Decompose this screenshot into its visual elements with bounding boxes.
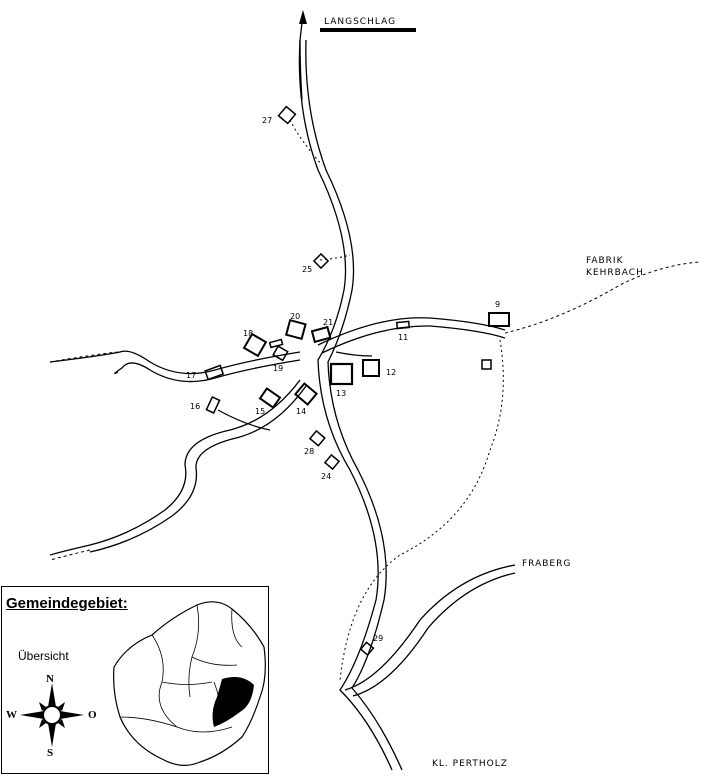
compass-w: W xyxy=(6,709,17,721)
house-14 xyxy=(293,382,319,406)
house-9 xyxy=(488,312,510,327)
house-15 xyxy=(258,387,282,409)
house-25 xyxy=(312,252,330,270)
house-12 xyxy=(362,359,380,377)
southwest-road-b xyxy=(89,385,307,553)
house-label: 11 xyxy=(398,333,408,342)
house-21 xyxy=(310,325,332,344)
place-label-right: FRABERG xyxy=(522,559,571,569)
house-26 xyxy=(323,453,341,471)
house-16 xyxy=(205,395,221,415)
house-label: 20 xyxy=(290,312,300,321)
house-label: 27 xyxy=(262,116,272,125)
house-27 xyxy=(277,105,297,125)
house-label: 15 xyxy=(255,407,265,416)
municipality-outline xyxy=(113,601,266,766)
house-label: 13 xyxy=(336,389,346,398)
path-to-fabrik xyxy=(504,261,701,334)
fraberg-road-a xyxy=(344,564,516,691)
overview-inset: Gemeindegebiet: Übersicht N S W O xyxy=(1,586,269,774)
place-label-bottom: KL. PERTHOLZ xyxy=(432,759,508,769)
inset-title: Gemeindegebiet: xyxy=(6,595,128,612)
house-label: 24 xyxy=(321,472,331,481)
southwest-road-a xyxy=(49,379,301,556)
compass-icon xyxy=(20,683,84,747)
municipality-overview xyxy=(20,601,266,766)
inset-subtitle: Übersicht xyxy=(18,649,69,663)
west-path xyxy=(49,351,119,363)
lane-13 xyxy=(335,351,373,357)
house-label: 16 xyxy=(190,402,200,411)
house-20 xyxy=(284,318,307,341)
house-label: 12 xyxy=(386,368,396,377)
west-road-south xyxy=(114,359,301,383)
house-19b xyxy=(268,338,284,349)
north-arrow xyxy=(299,10,307,24)
house-label: 29 xyxy=(373,634,383,643)
east-road-north xyxy=(317,317,506,346)
compass-n: N xyxy=(46,673,54,685)
house-label: 19 xyxy=(273,364,283,373)
house-28 xyxy=(308,429,326,447)
compass-o: O xyxy=(88,709,97,721)
east-footpath xyxy=(339,339,504,681)
place-label-fabrik-1: FABRIK xyxy=(586,256,624,266)
house-9b xyxy=(481,359,492,370)
house-label: 17 xyxy=(186,371,196,380)
main-road-east xyxy=(305,39,403,771)
east-road-south xyxy=(321,325,506,354)
main-road-west xyxy=(298,39,393,771)
house-label: 25 xyxy=(302,265,312,274)
house-13 xyxy=(329,362,354,386)
lane-16 xyxy=(217,409,271,431)
house-19 xyxy=(272,345,289,362)
house-label: 21 xyxy=(323,318,333,327)
house-label: 9 xyxy=(495,300,500,309)
path-27 xyxy=(289,119,323,166)
southwest-path xyxy=(49,549,91,561)
house-29 xyxy=(359,641,375,657)
fraberg-road-b xyxy=(352,572,516,697)
house-11 xyxy=(395,320,411,330)
house-label: 18 xyxy=(243,329,253,338)
highlighted-area xyxy=(212,677,254,727)
west-road-north xyxy=(49,350,301,375)
house-label: 28 xyxy=(304,447,314,456)
house-label: 14 xyxy=(296,407,306,416)
place-label-top: LANGSCHLAG xyxy=(324,17,396,27)
place-label-fabrik-2: KEHRBACH xyxy=(586,268,644,278)
house-17 xyxy=(204,364,225,381)
house-18 xyxy=(242,332,268,358)
compass-s: S xyxy=(47,747,54,759)
langschlag-underline xyxy=(320,28,416,32)
